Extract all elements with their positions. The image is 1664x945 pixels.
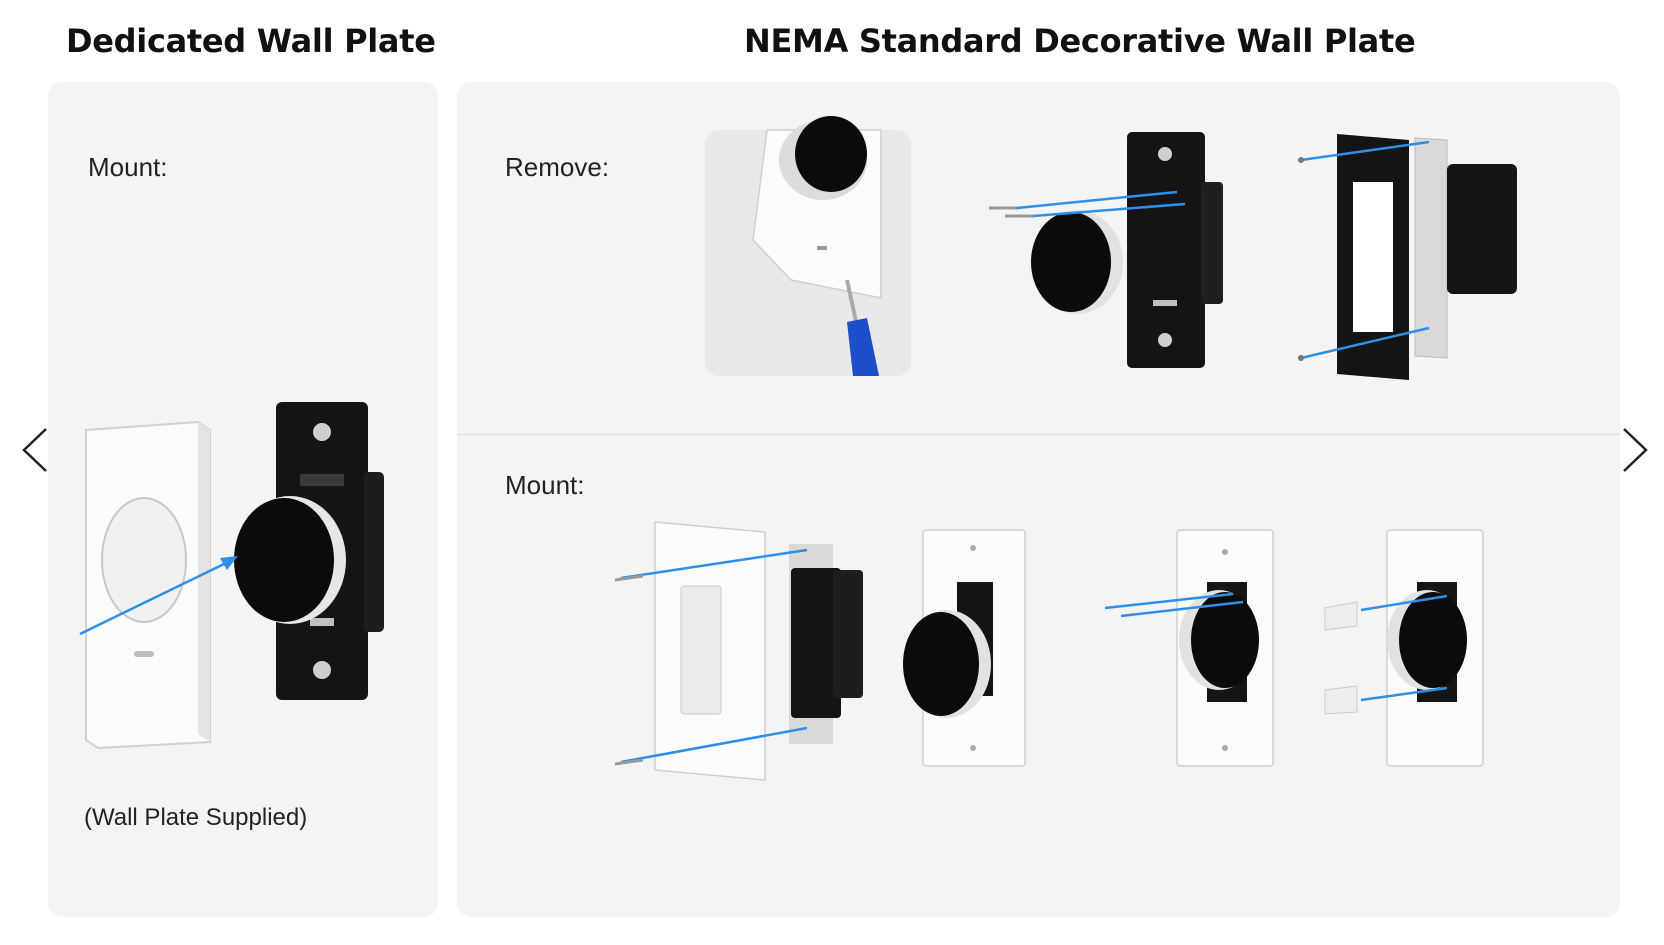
dedicated-wall-plate-panel: Mount: (Wall Plate Supplied) [48, 82, 438, 917]
mount-step-label: Mount: [88, 152, 168, 182]
nema-wall-plate-heading: NEMA Standard Decorative Wall Plate [744, 22, 1416, 60]
mount-step-attach-plate-illustration [614, 521, 863, 781]
chevron-right-icon[interactable] [1612, 425, 1652, 475]
mount-step-label-nema: Mount: [505, 470, 585, 500]
mount-step-secure-knob-illustration [1104, 529, 1274, 767]
chevron-left-icon[interactable] [18, 425, 58, 475]
section-divider [457, 434, 1620, 435]
remove-step-pry-cover-illustration [705, 116, 911, 376]
mount-step-attach-knob-illustration [903, 529, 1026, 767]
remove-step-label: Remove: [505, 152, 610, 182]
remove-step-unscrew-plate-illustration [1298, 134, 1517, 380]
remove-step-unscrew-knob-illustration [989, 132, 1223, 368]
dedicated-wall-plate-heading: Dedicated Wall Plate [66, 22, 436, 60]
mount-step-attach-caps-illustration [1324, 529, 1484, 767]
wall-plate-supplied-caption: (Wall Plate Supplied) [84, 804, 308, 831]
dedicated-plate-mount-illustration [79, 402, 384, 750]
nema-wall-plate-panel: Remove: Mount: [457, 82, 1620, 917]
